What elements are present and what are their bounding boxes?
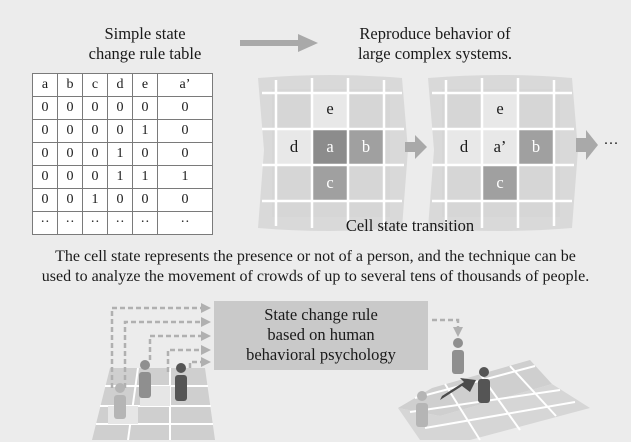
description-line2: used to analyze the movement of crowds o… bbox=[41, 268, 590, 285]
rule-table: a b c d e a’ 0 0 0 0 0 0 0 0 0 0 1 0 0 0… bbox=[32, 73, 213, 235]
reproduce-caption: Reproduce behavior of large complex syst… bbox=[320, 24, 550, 64]
table-row: ·· ·· ·· ·· ·· ·· bbox=[32, 211, 213, 235]
cell-b bbox=[348, 129, 384, 165]
rule-box-line3: behavioral psychology bbox=[246, 345, 396, 364]
rule-table-title-line2: change rule table bbox=[88, 44, 202, 63]
cell-c bbox=[312, 165, 348, 201]
top-arrow bbox=[240, 34, 318, 52]
table-row: 0 0 0 0 1 0 bbox=[32, 119, 213, 143]
grid1-label-e: e bbox=[326, 99, 334, 118]
cell-grid-after bbox=[428, 75, 578, 231]
table-cell: 0 bbox=[157, 119, 213, 143]
grid-arrow bbox=[405, 135, 427, 159]
floor-grid-right bbox=[398, 360, 590, 441]
rule-table-title-line1: Simple state bbox=[104, 24, 186, 43]
table-cell: ·· bbox=[32, 211, 58, 235]
table-cell: 0 bbox=[132, 142, 158, 166]
grid1-label-b: b bbox=[361, 137, 371, 156]
dashed-arrow-from-rule bbox=[432, 318, 463, 337]
ellipsis-text: ··· bbox=[603, 136, 619, 152]
table-cell: 0 bbox=[82, 119, 108, 143]
grid2-label-b: b bbox=[531, 137, 541, 156]
table-cell: 0 bbox=[57, 142, 83, 166]
cell-d bbox=[276, 129, 312, 165]
grid2-label-d: d bbox=[459, 137, 469, 156]
cell-e bbox=[312, 93, 348, 129]
cell-a-prime bbox=[482, 129, 518, 165]
person-icon-left-dark bbox=[175, 363, 187, 401]
dashed-arrows-to-rule bbox=[110, 303, 211, 388]
grid1-label-c: c bbox=[326, 173, 334, 192]
trailing-arrow bbox=[576, 130, 598, 160]
cell-c bbox=[482, 165, 518, 201]
table-header-cell: a’ bbox=[157, 73, 213, 97]
cell-d bbox=[446, 129, 482, 165]
table-cell: 0 bbox=[32, 142, 58, 166]
grid1-label-d: d bbox=[289, 137, 299, 156]
floor-grid-left bbox=[92, 367, 215, 441]
cell-transition-label: Cell state transition bbox=[345, 216, 475, 235]
person-icon-right-dark bbox=[478, 367, 490, 403]
grid2-label-c: c bbox=[496, 173, 504, 192]
person-icon-left-light bbox=[114, 383, 126, 419]
person-icon-right-mid bbox=[452, 338, 464, 374]
table-cell: 0 bbox=[57, 188, 83, 212]
table-cell: ·· bbox=[107, 211, 133, 235]
description-line1: The cell state represents the presence o… bbox=[55, 248, 576, 265]
grid2-label-a-prime: a’ bbox=[493, 137, 507, 156]
table-cell: 0 bbox=[57, 119, 83, 143]
table-row: 0 0 0 0 0 0 bbox=[32, 96, 213, 120]
table-cell: 0 bbox=[157, 188, 213, 212]
table-row: 0 0 1 0 0 0 bbox=[32, 188, 213, 212]
rule-box-line2: based on human bbox=[267, 325, 375, 344]
table-cell: ·· bbox=[157, 211, 213, 235]
grid1-label-a: a bbox=[326, 137, 334, 156]
reproduce-caption-line2: large complex systems. bbox=[357, 44, 513, 63]
rule-box-line1: State change rule bbox=[264, 305, 378, 324]
rule-box-text: State change rule based on human behavio… bbox=[214, 305, 428, 365]
move-arrow-icon bbox=[440, 378, 476, 400]
grid2-label-e: e bbox=[496, 99, 504, 118]
rule-table-title: Simple state change rule table bbox=[70, 24, 220, 64]
cell-grid-before bbox=[258, 75, 408, 231]
cell-e bbox=[482, 93, 518, 129]
cell-a bbox=[312, 129, 348, 165]
rule-box bbox=[214, 301, 428, 370]
reproduce-caption-line1: Reproduce behavior of bbox=[359, 24, 511, 43]
person-icon-right-light bbox=[416, 391, 428, 427]
table-cell: 0 bbox=[57, 96, 83, 120]
table-cell: 1 bbox=[157, 165, 213, 189]
cell-b bbox=[518, 129, 554, 165]
table-cell: ·· bbox=[57, 211, 83, 235]
person-icon-left-mid bbox=[139, 360, 151, 398]
table-header-cell: b bbox=[57, 73, 83, 97]
description-text: The cell state represents the presence o… bbox=[0, 247, 631, 287]
